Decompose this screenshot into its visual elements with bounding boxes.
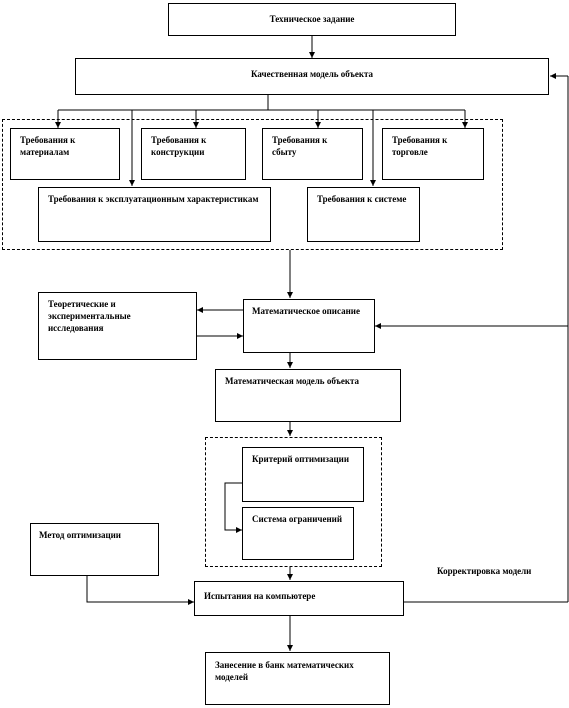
- box-math-description: Математическое описание: [243, 299, 375, 353]
- box-req-materials-text: Требования к материалам: [20, 135, 76, 158]
- box-bank: Занесение в банк математических моделей: [205, 652, 390, 705]
- box-req-system-text: Требования к системе: [317, 194, 407, 204]
- box-req-trade: Требования к торговле: [382, 128, 484, 180]
- box-math-model-text: Математическая модель объекта: [225, 376, 360, 386]
- box-req-sales-text: Требования к сбыту: [272, 135, 328, 158]
- box-req-materials: Требования к материалам: [10, 128, 120, 180]
- label-correction-text: Корректировка модели: [437, 566, 532, 576]
- box-criterion: Критерий оптимизации: [242, 447, 364, 502]
- box-math-description-text: Математическое описание: [252, 306, 360, 316]
- box-bank-text: Занесение в банк математических моделей: [215, 660, 354, 683]
- box-req-construction-text: Требования к конструкции: [151, 135, 207, 158]
- box-constraints: Система ограничений: [242, 507, 354, 560]
- box-math-model: Математическая модель объекта: [215, 369, 401, 422]
- box-req-exploitation: Требования к эксплуатационным характерис…: [38, 187, 271, 242]
- box-computer-test-text: Испытания на компьютере: [204, 591, 316, 601]
- optimization-group: [205, 437, 382, 567]
- box-optimization-method: Метод оптимизации: [30, 523, 159, 576]
- box-req-sales: Требования к сбыту: [262, 128, 363, 180]
- box-qualitative-model-text: Качественная модель объекта: [250, 69, 374, 79]
- box-req-construction: Требования к конструкции: [141, 128, 246, 180]
- box-optimization-method-text: Метод оптимизации: [39, 530, 121, 540]
- label-correction: Корректировка модели: [437, 565, 547, 577]
- box-req-trade-text: Требования к торговле: [392, 135, 448, 158]
- arrow-criterion-to-constraints: [224, 482, 242, 533]
- box-research: Теоретические и экспериментальные исслед…: [38, 292, 197, 360]
- box-research-text: Теоретические и экспериментальные исслед…: [48, 299, 131, 334]
- box-computer-test: Испытания на компьютере: [194, 581, 404, 616]
- requirements-group: [2, 119, 503, 250]
- box-criterion-text: Критерий оптимизации: [252, 454, 350, 464]
- box-constraints-text: Система ограничений: [252, 514, 343, 524]
- box-req-system: Требования к системе: [307, 187, 420, 242]
- box-req-exploitation-text: Требования к эксплуатационным характерис…: [48, 194, 259, 204]
- box-qualitative-model: Качественная модель объекта: [75, 58, 549, 95]
- arrow-method-to-test: [86, 576, 194, 605]
- box-tech-task: Техническое задание: [168, 3, 456, 36]
- box-tech-task-text: Техническое задание: [269, 14, 355, 24]
